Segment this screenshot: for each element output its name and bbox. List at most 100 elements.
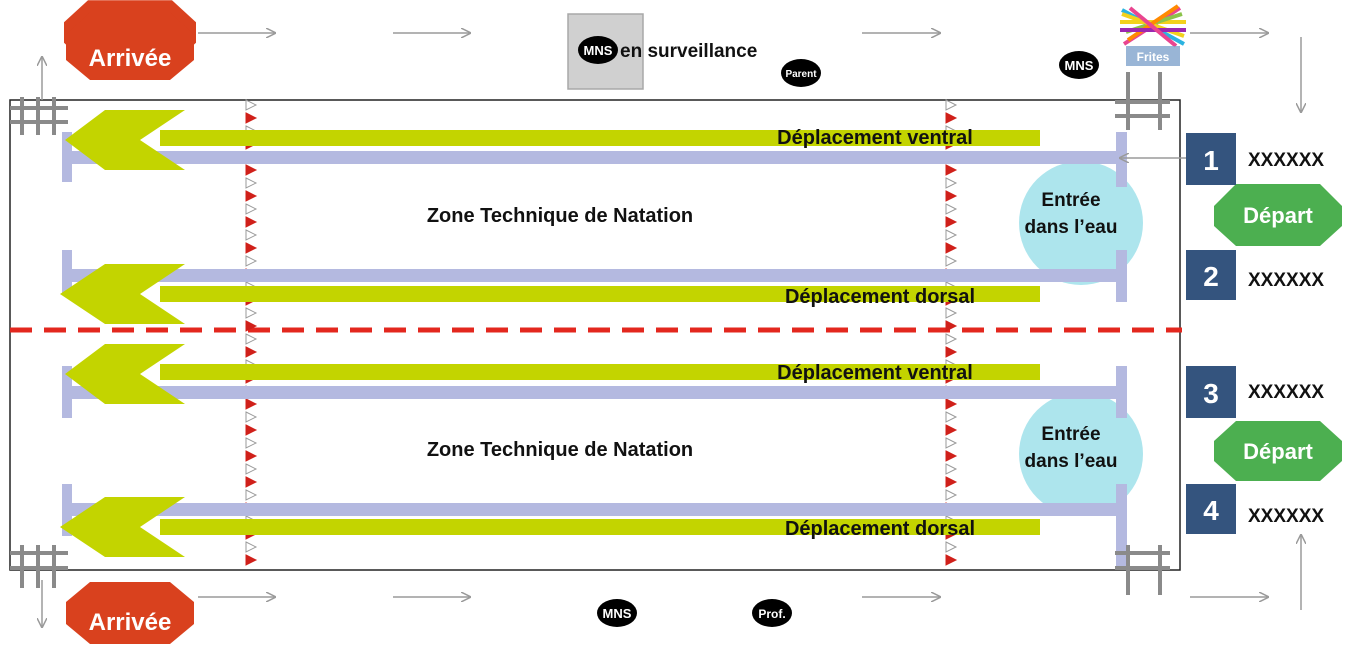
lavender-end-right: [1116, 132, 1127, 187]
entry-label-line1: Entrée: [1041, 424, 1100, 445]
depart-label: Départ: [1243, 203, 1313, 228]
prof-badge: Prof.: [752, 599, 792, 627]
frites-bin: Frites: [1120, 4, 1186, 66]
flag-marker: [245, 307, 258, 319]
flag-marker: [945, 411, 958, 423]
mns-label: MNS: [584, 43, 613, 58]
flag-marker: [945, 203, 958, 215]
flag-marker: [945, 320, 958, 332]
lavender-end-right: [1116, 484, 1127, 570]
flag-marker: [945, 398, 958, 410]
lane-number: 4: [1203, 495, 1219, 526]
flag-marker: [245, 411, 258, 423]
lane-box-3: 3 XXXXXX: [1186, 366, 1324, 418]
lane-name: XXXXXX: [1248, 270, 1324, 291]
flag-marker: [245, 320, 258, 332]
pool-outline: [9, 99, 1181, 571]
flag-marker: [245, 424, 258, 436]
flag-marker: [945, 112, 958, 124]
green-bar: [160, 364, 1040, 380]
green-bar: [160, 286, 1040, 302]
lavender-bar: [66, 269, 1126, 282]
green-arrowhead: [65, 344, 185, 404]
green-bar: [160, 519, 1040, 535]
flag-marker: [245, 476, 258, 488]
arrivee-sign-top: Arrivée: [64, 0, 196, 80]
label-dorsal: Déplacement dorsal: [785, 518, 975, 540]
lavender-end-right: [1116, 366, 1127, 418]
lavender-end-left: [62, 484, 72, 536]
flag-marker: [945, 450, 958, 462]
surveillance-label: en surveillance: [620, 41, 757, 62]
flag-marker: [945, 255, 958, 267]
ladder-bottom-right: [1115, 545, 1170, 595]
flag-marker: [945, 346, 958, 358]
flag-marker: [245, 450, 258, 462]
depart-label: Départ: [1243, 439, 1313, 464]
lavender-end-left: [62, 132, 72, 182]
depart-sign-bottom: Départ: [1214, 421, 1342, 481]
frites-label: Frites: [1137, 50, 1170, 64]
flag-marker: [945, 554, 958, 566]
flag-marker: [945, 229, 958, 241]
arrivee-sign-bottom: Arrivée: [66, 582, 194, 644]
flag-marker: [245, 112, 258, 124]
mns-badge-right: MNS: [1059, 51, 1099, 79]
flag-marker: [245, 177, 258, 189]
flag-marker: [245, 229, 258, 241]
entry-circle-top: [1019, 161, 1143, 285]
lane-box-4: 4 XXXXXX: [1186, 484, 1324, 534]
entry-circle-bottom: [1019, 392, 1143, 516]
lavender-end-right: [1116, 250, 1127, 302]
entry-label-line1: Entrée: [1041, 190, 1100, 211]
flag-marker: [245, 437, 258, 449]
green-arrowhead: [60, 264, 185, 324]
flag-marker: [945, 242, 958, 254]
flag-marker: [945, 437, 958, 449]
ladder-top-right: [1115, 72, 1170, 130]
flag-marker: [945, 216, 958, 228]
flag-marker: [245, 190, 258, 202]
lane-name: XXXXXX: [1248, 382, 1324, 403]
flag-marker: [945, 307, 958, 319]
lavender-end-left: [62, 366, 72, 418]
lavender-bar: [66, 503, 1126, 516]
mns-label: MNS: [603, 606, 632, 621]
flag-marker: [245, 554, 258, 566]
arrivee-label: Arrivée: [89, 45, 172, 72]
label-ventral: Déplacement ventral: [777, 127, 973, 149]
lavender-bar: [66, 386, 1126, 399]
flag-marker: [945, 190, 958, 202]
parent-badge: Parent: [781, 59, 821, 87]
flag-marker: [245, 541, 258, 553]
lavender-end-left: [62, 250, 72, 295]
arrivee-label: Arrivée: [89, 609, 172, 636]
flag-marker: [945, 177, 958, 189]
mns-label: MNS: [1065, 58, 1094, 73]
flag-marker: [245, 346, 258, 358]
flag-marker: [945, 333, 958, 345]
green-arrowhead: [65, 110, 185, 170]
label-ventral: Déplacement ventral: [777, 362, 973, 384]
label-dorsal: Déplacement dorsal: [785, 286, 975, 308]
lane-name: XXXXXX: [1248, 150, 1324, 171]
lane-number: 3: [1203, 378, 1219, 409]
flag-marker: [245, 164, 258, 176]
ladder-top-left: [10, 97, 68, 135]
flag-marker: [945, 541, 958, 553]
lavender-bar: [66, 151, 1126, 164]
flag-marker: [245, 99, 258, 111]
green-bar: [160, 130, 1040, 146]
flag-marker: [945, 99, 958, 111]
entry-label-line2: dans l’eau: [1025, 451, 1118, 472]
flag-marker: [245, 203, 258, 215]
zone-label: Zone Technique de Natation: [427, 205, 693, 227]
flag-marker: [245, 489, 258, 501]
mns-badge-top: MNS: [578, 36, 618, 64]
lane-box-1: 1 XXXXXX: [1186, 133, 1324, 185]
depart-sign-top: Départ: [1214, 184, 1342, 246]
flag-marker: [245, 216, 258, 228]
flag-marker: [245, 333, 258, 345]
flag-marker: [945, 164, 958, 176]
